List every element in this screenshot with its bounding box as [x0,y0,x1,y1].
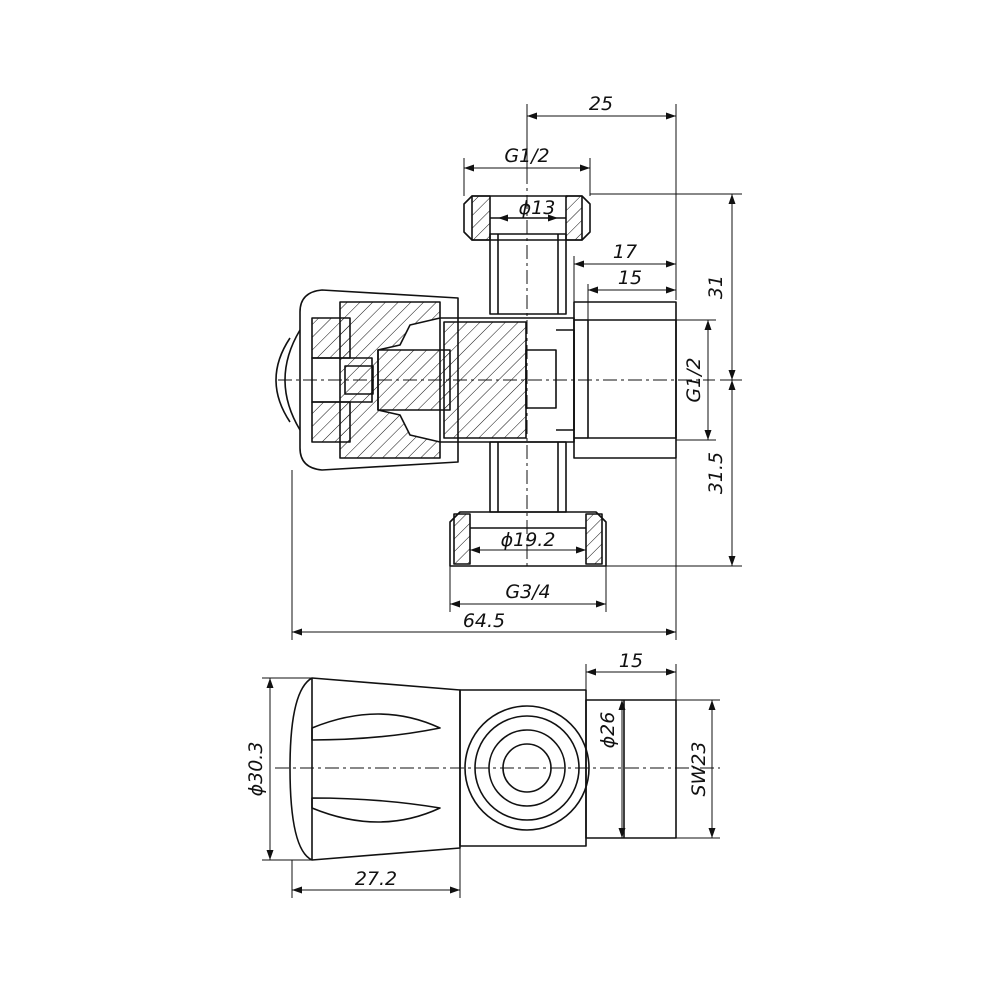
dim-depth-15: 15 [618,267,642,289]
dimension-labels: 25 G1/2 ϕ13 17 15 31 G1/2 31.5 ϕ19.2 G3/… [245,93,727,890]
dim-right-height: 31 [705,275,727,299]
spindle-section [339,301,451,459]
dim-knob-diameter: ϕ30.3 [245,742,267,797]
dim-thread-bottom: G3/4 [505,581,550,603]
side-view [275,677,720,861]
dim-bore-bottom: ϕ19.2 [501,529,556,551]
front-section-view [275,170,715,570]
dim-bore-top: ϕ13 [519,197,556,219]
knob-profile [289,677,461,861]
dim-side-diameter: ϕ26 [597,712,619,749]
dim-lower-height: 31.5 [705,452,727,494]
dim-knob-length: 27.2 [355,868,397,890]
dim-side-depth-15: 15 [619,650,643,672]
top-nut [463,195,591,315]
dim-wrench-size: SW23 [688,741,710,796]
dimension-lines [262,104,742,898]
valve-body [439,317,575,443]
dim-overall-length: 64.5 [463,610,505,632]
dim-top-offset: 25 [589,93,613,115]
dim-depth-17: 17 [613,241,637,263]
dim-thread-right: G1/2 [683,357,705,402]
dim-thread-top: G1/2 [504,145,549,167]
right-outlet [573,301,677,459]
